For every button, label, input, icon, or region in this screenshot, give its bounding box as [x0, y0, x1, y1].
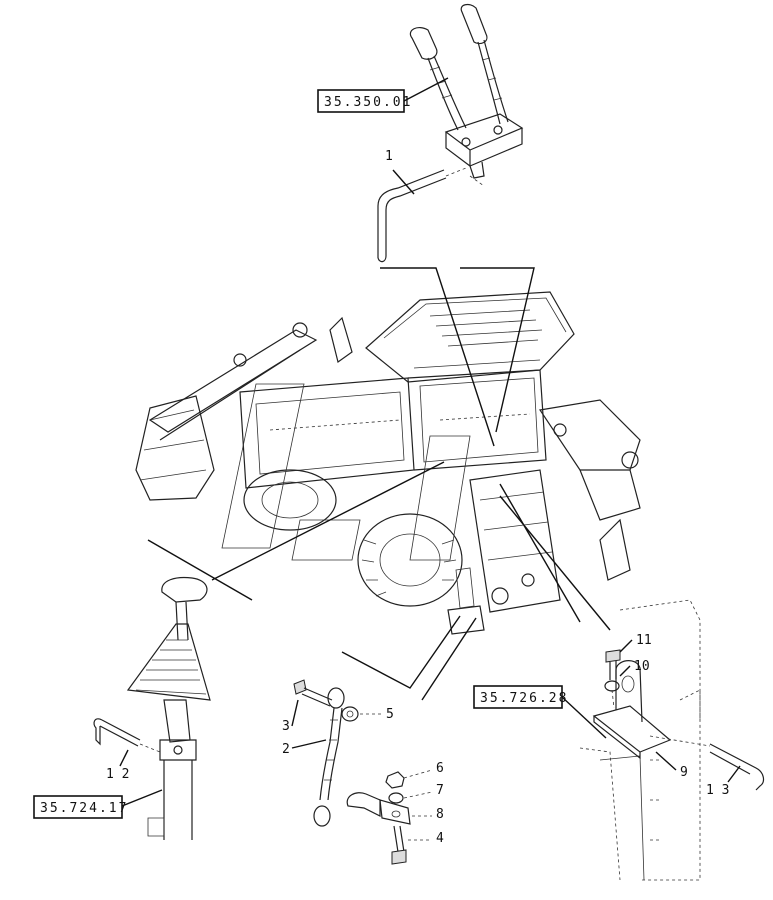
single-lever-assembly [126, 576, 211, 840]
part-4-bolt [391, 825, 407, 865]
callout-6: 6 [436, 761, 444, 776]
callout-11: 11 [636, 633, 652, 648]
callout-12: 1 2 [106, 767, 129, 782]
part-10-washer [604, 680, 620, 692]
reference-label-right: 35.726.28 [480, 691, 568, 706]
reference-label-top: 35.350.01 [324, 95, 412, 110]
callout-9: 9 [680, 765, 688, 780]
part-5-washer [341, 706, 359, 722]
part-13-pin: 1 3 [649, 735, 765, 798]
reference-label-left: 35.724.17 [40, 801, 128, 816]
twin-control-levers [409, 3, 524, 187]
callout-13: 1 3 [706, 783, 729, 798]
reference-box-left: 35.724.17 [33, 789, 163, 819]
part-3-bolt [293, 679, 333, 707]
tractor-body [135, 291, 641, 635]
callout-2: 2 [282, 742, 290, 757]
callout-5: 5 [386, 707, 394, 722]
callout-3: 3 [282, 719, 290, 734]
reference-box-right: 35.726.28 [473, 685, 607, 739]
part-12-pin: 1 2 [93, 718, 161, 782]
leader-lines-main [147, 267, 611, 701]
callout-4: 4 [436, 831, 444, 846]
part-6-nut [385, 771, 405, 789]
part-9-hinge-bracket [592, 660, 672, 760]
part-7-washer [388, 792, 404, 804]
part-2-ground-cable [313, 687, 345, 827]
callout-1: 1 [385, 149, 393, 164]
callout-labels: 11 10 9 3 2 5 6 7 8 4 [282, 633, 688, 846]
part-1-bent-pin: 1 [377, 149, 467, 263]
callout-7: 7 [436, 783, 444, 798]
callout-10: 10 [634, 659, 650, 674]
callout-8: 8 [436, 807, 444, 822]
reference-box-top: 35.350.01 [317, 77, 449, 113]
part-8-bracket [346, 792, 411, 825]
